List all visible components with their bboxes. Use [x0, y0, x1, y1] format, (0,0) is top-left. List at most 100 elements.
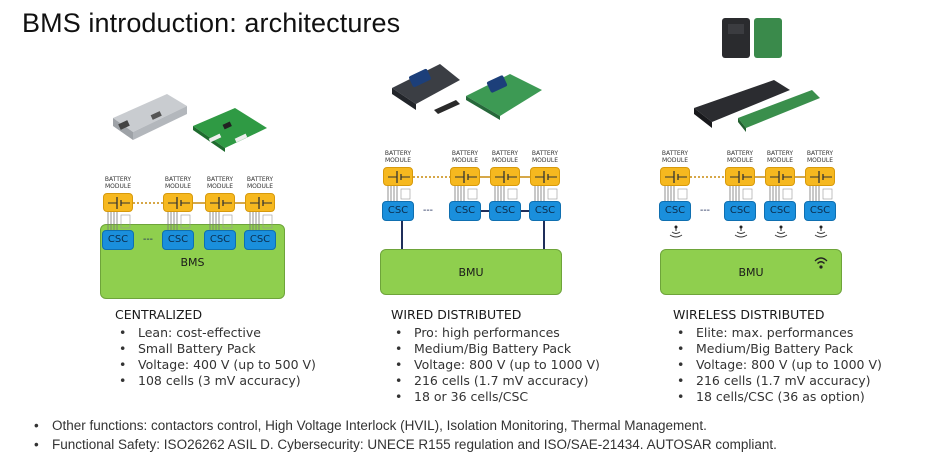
feature-item: Voltage: 800 V (up to 1000 V): [391, 357, 600, 373]
battery-module-label: BATTERY MODULE: [246, 176, 274, 190]
footer-item-other-functions: Other functions: contactors control, Hig…: [34, 416, 777, 435]
section-title: WIRED DISTRIBUTED: [391, 307, 522, 322]
ellipsis-indicator: ---: [143, 234, 153, 245]
centralized-diagram: BMS BATTERY MODULE CSC BATTERY MODULE CSC BA…: [95, 172, 295, 332]
ellipsis-indicator: ---: [700, 205, 710, 216]
ellipsis-indicator: ---: [423, 205, 433, 216]
battery-module: [103, 193, 133, 212]
wifi-icon: [814, 257, 828, 269]
sense-wire: [262, 214, 273, 229]
battery-cell-icon: [250, 197, 272, 209]
battery-cell-icon: [455, 171, 477, 183]
module-links: [107, 202, 273, 230]
feature-list: Elite: max. performances Medium/Big Batt…: [673, 325, 882, 405]
feature-item: Voltage: 800 V (up to 1000 V): [673, 357, 882, 373]
wireless-signal-icon: [814, 225, 828, 238]
wireless-signal-icon: [669, 225, 683, 238]
battery-module-label: BATTERY MODULE: [806, 150, 834, 164]
battery-cell-icon: [108, 197, 130, 209]
wireless-signal-icon: [774, 225, 788, 238]
battery-module: [490, 167, 520, 186]
wired-hardware-photo: [392, 64, 542, 120]
battery-cell-icon: [730, 171, 752, 183]
sense-wire: [507, 188, 518, 200]
battery-module: [530, 167, 560, 186]
feature-item: 18 cells/CSC (36 as option): [673, 389, 882, 405]
bmu-controller-wired: BMU: [380, 249, 562, 295]
csc-unit: CSC: [724, 201, 756, 221]
feature-item: 216 cells (1.7 mV accuracy): [673, 373, 882, 389]
battery-module: [450, 167, 480, 186]
battery-module: [725, 167, 755, 186]
centralized-section: CENTRALIZED Lean: cost-effective Small B…: [115, 307, 316, 389]
feature-item: Pro: high performances: [391, 325, 600, 341]
csc-unit: CSC: [659, 201, 691, 221]
battery-module-label: BATTERY MODULE: [726, 150, 754, 164]
sense-wire: [547, 188, 558, 200]
csc-unit: CSC: [162, 230, 194, 250]
sense-wire: [822, 188, 833, 200]
wireless-hardware-photo: [694, 18, 820, 132]
battery-module: [383, 167, 413, 186]
bms-label: BMS: [180, 256, 205, 269]
csc-unit: CSC: [204, 230, 236, 250]
wired-links: [401, 210, 545, 250]
battery-module: [163, 193, 193, 212]
module-links: [387, 176, 558, 201]
sense-wire: [222, 214, 233, 229]
section-title: CENTRALIZED: [115, 307, 203, 322]
bmu-label: BMU: [458, 266, 484, 279]
battery-cell-icon: [665, 171, 687, 183]
battery-module-label: BATTERY MODULE: [164, 176, 192, 190]
feature-item: Voltage: 400 V (up to 500 V): [115, 357, 316, 373]
footer-notes: Other functions: contactors control, Hig…: [34, 416, 777, 454]
feature-item: Elite: max. performances: [673, 325, 882, 341]
battery-module: [765, 167, 795, 186]
csc-unit: CSC: [489, 201, 521, 221]
battery-module: [805, 167, 835, 186]
footer-item-functional-safety: Functional Safety: ISO26262 ASIL D. Cybe…: [34, 435, 777, 454]
feature-item: Lean: cost-effective: [115, 325, 316, 341]
battery-cell-icon: [388, 171, 410, 183]
battery-cell-icon: [535, 171, 557, 183]
feature-list: Pro: high performances Medium/Big Batter…: [391, 325, 600, 405]
feature-item: Small Battery Pack: [115, 341, 316, 357]
bmu-controller-wireless: BMU: [660, 249, 842, 295]
battery-module-label: BATTERY MODULE: [766, 150, 794, 164]
battery-module: [660, 167, 690, 186]
centralized-hardware-photo: [113, 94, 267, 152]
csc-unit: CSC: [529, 201, 561, 221]
wireless-distributed-section: WIRELESS DISTRIBUTED Elite: max. perform…: [673, 307, 882, 405]
feature-list: Lean: cost-effective Small Battery Pack …: [115, 325, 316, 389]
battery-module-label: BATTERY MODULE: [451, 150, 479, 164]
battery-module: [245, 193, 275, 212]
sense-wire: [677, 188, 688, 200]
csc-unit: CSC: [102, 230, 134, 250]
section-title: WIRELESS DISTRIBUTED: [673, 307, 825, 322]
csc-unit: CSC: [382, 201, 414, 221]
sense-wire: [782, 188, 793, 200]
feature-item: 18 or 36 cells/CSC: [391, 389, 600, 405]
battery-module-label: BATTERY MODULE: [104, 176, 132, 190]
battery-module-label: BATTERY MODULE: [661, 150, 689, 164]
battery-module-label: BATTERY MODULE: [491, 150, 519, 164]
sense-wire: [400, 188, 411, 200]
sense-wire: [120, 214, 131, 229]
battery-module-label: BATTERY MODULE: [531, 150, 559, 164]
battery-module: [205, 193, 235, 212]
bmu-label: BMU: [738, 266, 764, 279]
battery-cell-icon: [770, 171, 792, 183]
wired-distributed-section: WIRED DISTRIBUTED Pro: high performances…: [391, 307, 600, 405]
csc-unit: CSC: [244, 230, 276, 250]
slide-title: BMS introduction: architectures: [22, 8, 401, 38]
feature-item: 108 cells (3 mV accuracy): [115, 373, 316, 389]
battery-cell-icon: [168, 197, 190, 209]
battery-cell-icon: [495, 171, 517, 183]
feature-item: 216 cells (1.7 mV accuracy): [391, 373, 600, 389]
feature-item: Medium/Big Battery Pack: [391, 341, 600, 357]
wireless-distributed-diagram: BMU BATTERY MODULE CSC BATTERY MODULE CSC BA…: [655, 145, 855, 305]
module-links: [664, 176, 833, 201]
battery-cell-icon: [210, 197, 232, 209]
sense-wire: [180, 214, 191, 229]
battery-module-label: BATTERY MODULE: [206, 176, 234, 190]
